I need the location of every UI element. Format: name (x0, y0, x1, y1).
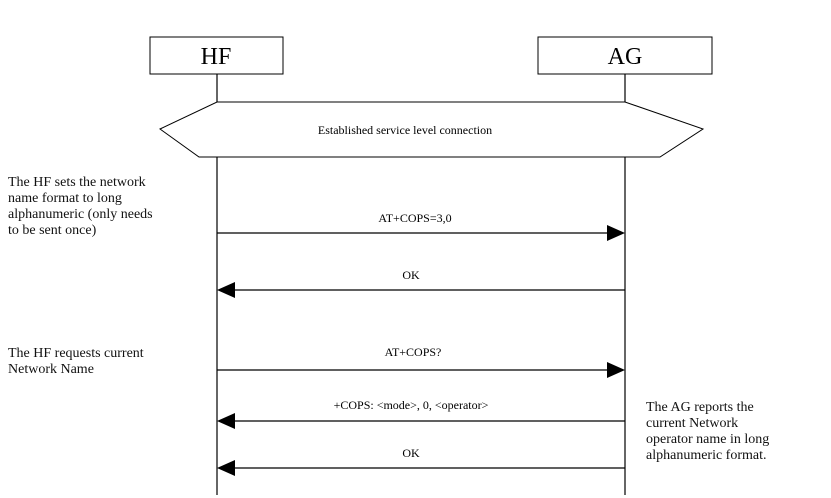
note-line: operator name in long (646, 432, 770, 447)
message-label: AT+COPS? (385, 345, 442, 359)
arrowhead (217, 460, 235, 476)
hf-participant-label: HF (201, 44, 232, 70)
connection-banner: Established service level connection (159, 101, 705, 158)
note-line: name format to long (8, 191, 122, 206)
message-cops-response: +COPS: <mode>, 0, <operator> (217, 398, 625, 429)
arrowhead (607, 362, 625, 378)
message-at-cops-query: AT+COPS? (217, 345, 625, 378)
note-line: The HF sets the network (8, 175, 146, 190)
message-label: +COPS: <mode>, 0, <operator> (334, 398, 489, 412)
message-label: OK (402, 446, 420, 460)
arrowhead (607, 225, 625, 241)
note-line: to be sent once) (8, 223, 97, 238)
hf-participant: HF (149, 36, 284, 75)
note-line: current Network (646, 416, 739, 431)
note-ag-reports: The AG reports the current Network opera… (646, 400, 826, 464)
note-request-name: The HF requests current Network Name (8, 346, 208, 378)
ag-participant: AG (537, 36, 713, 75)
note-line: Network Name (8, 362, 94, 377)
note-line: The AG reports the (646, 400, 754, 415)
message-label: AT+COPS=3,0 (378, 211, 451, 225)
note-line: The HF requests current (8, 346, 144, 361)
connection-banner-text: Established service level connection (318, 123, 492, 137)
note-line: alphanumeric (only needs (8, 207, 153, 222)
message-at-cops-set-format: AT+COPS=3,0 (217, 211, 625, 241)
ag-participant-label: AG (608, 44, 643, 70)
note-line: alphanumeric format. (646, 448, 767, 463)
message-ok-2: OK (217, 446, 625, 476)
note-set-format: The HF sets the network name format to l… (8, 175, 208, 239)
message-label: OK (402, 268, 420, 282)
arrowhead (217, 282, 235, 298)
arrowhead (217, 413, 235, 429)
message-ok-1: OK (217, 268, 625, 298)
